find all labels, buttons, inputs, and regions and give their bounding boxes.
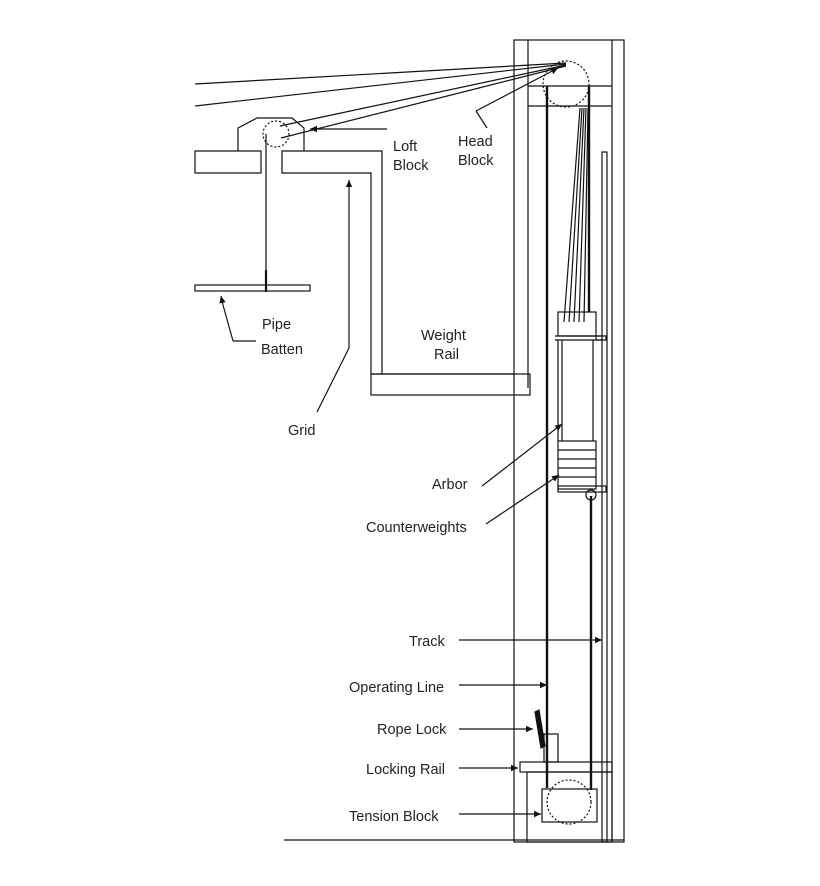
head-block-label-1: Head <box>458 134 493 150</box>
weight-rail-label-2: Rail <box>434 347 459 363</box>
operating-line-label: Operating Line <box>349 680 444 696</box>
track-label: Track <box>409 634 445 650</box>
arbor-label: Arbor <box>432 477 468 493</box>
rope-lock-label: Rope Lock <box>377 722 447 738</box>
pipe-batten-arrow <box>219 295 226 306</box>
head-block-label-2: Block <box>458 153 494 169</box>
pipe-batten <box>194 270 311 292</box>
pipe-batten-leader <box>222 304 234 342</box>
locking-rail <box>519 761 613 773</box>
loft-block <box>237 117 305 292</box>
counterweights-arrow <box>485 474 560 525</box>
labels: Loft Block Head Block Pipe Batten Weight… <box>261 134 494 825</box>
loft-block-label-2: Block <box>393 158 429 174</box>
head-block-arrow <box>475 67 559 112</box>
track <box>601 151 608 843</box>
arbor-arrow <box>481 423 563 487</box>
loft-block-label-1: Loft <box>393 139 417 155</box>
leaders <box>219 67 602 818</box>
counterweights-label: Counterweights <box>366 520 467 536</box>
grid-beam <box>194 150 531 396</box>
counterweights <box>557 440 607 501</box>
grid-leader <box>316 347 350 413</box>
pipe-batten-label-2: Batten <box>261 342 303 358</box>
lift-lines-upper <box>194 62 567 139</box>
rope-lock <box>534 709 559 763</box>
head-block-leader <box>475 110 488 129</box>
lift-lines-arbor <box>563 107 589 323</box>
pipe-batten-label-1: Pipe <box>262 317 291 333</box>
locking-rail-label: Locking Rail <box>366 762 445 778</box>
tension-block <box>526 771 613 843</box>
weight-rail-label-1: Weight <box>421 328 466 344</box>
tension-block-label: Tension Block <box>349 809 439 825</box>
arbor <box>555 311 607 441</box>
grid-label: Grid <box>288 423 315 439</box>
